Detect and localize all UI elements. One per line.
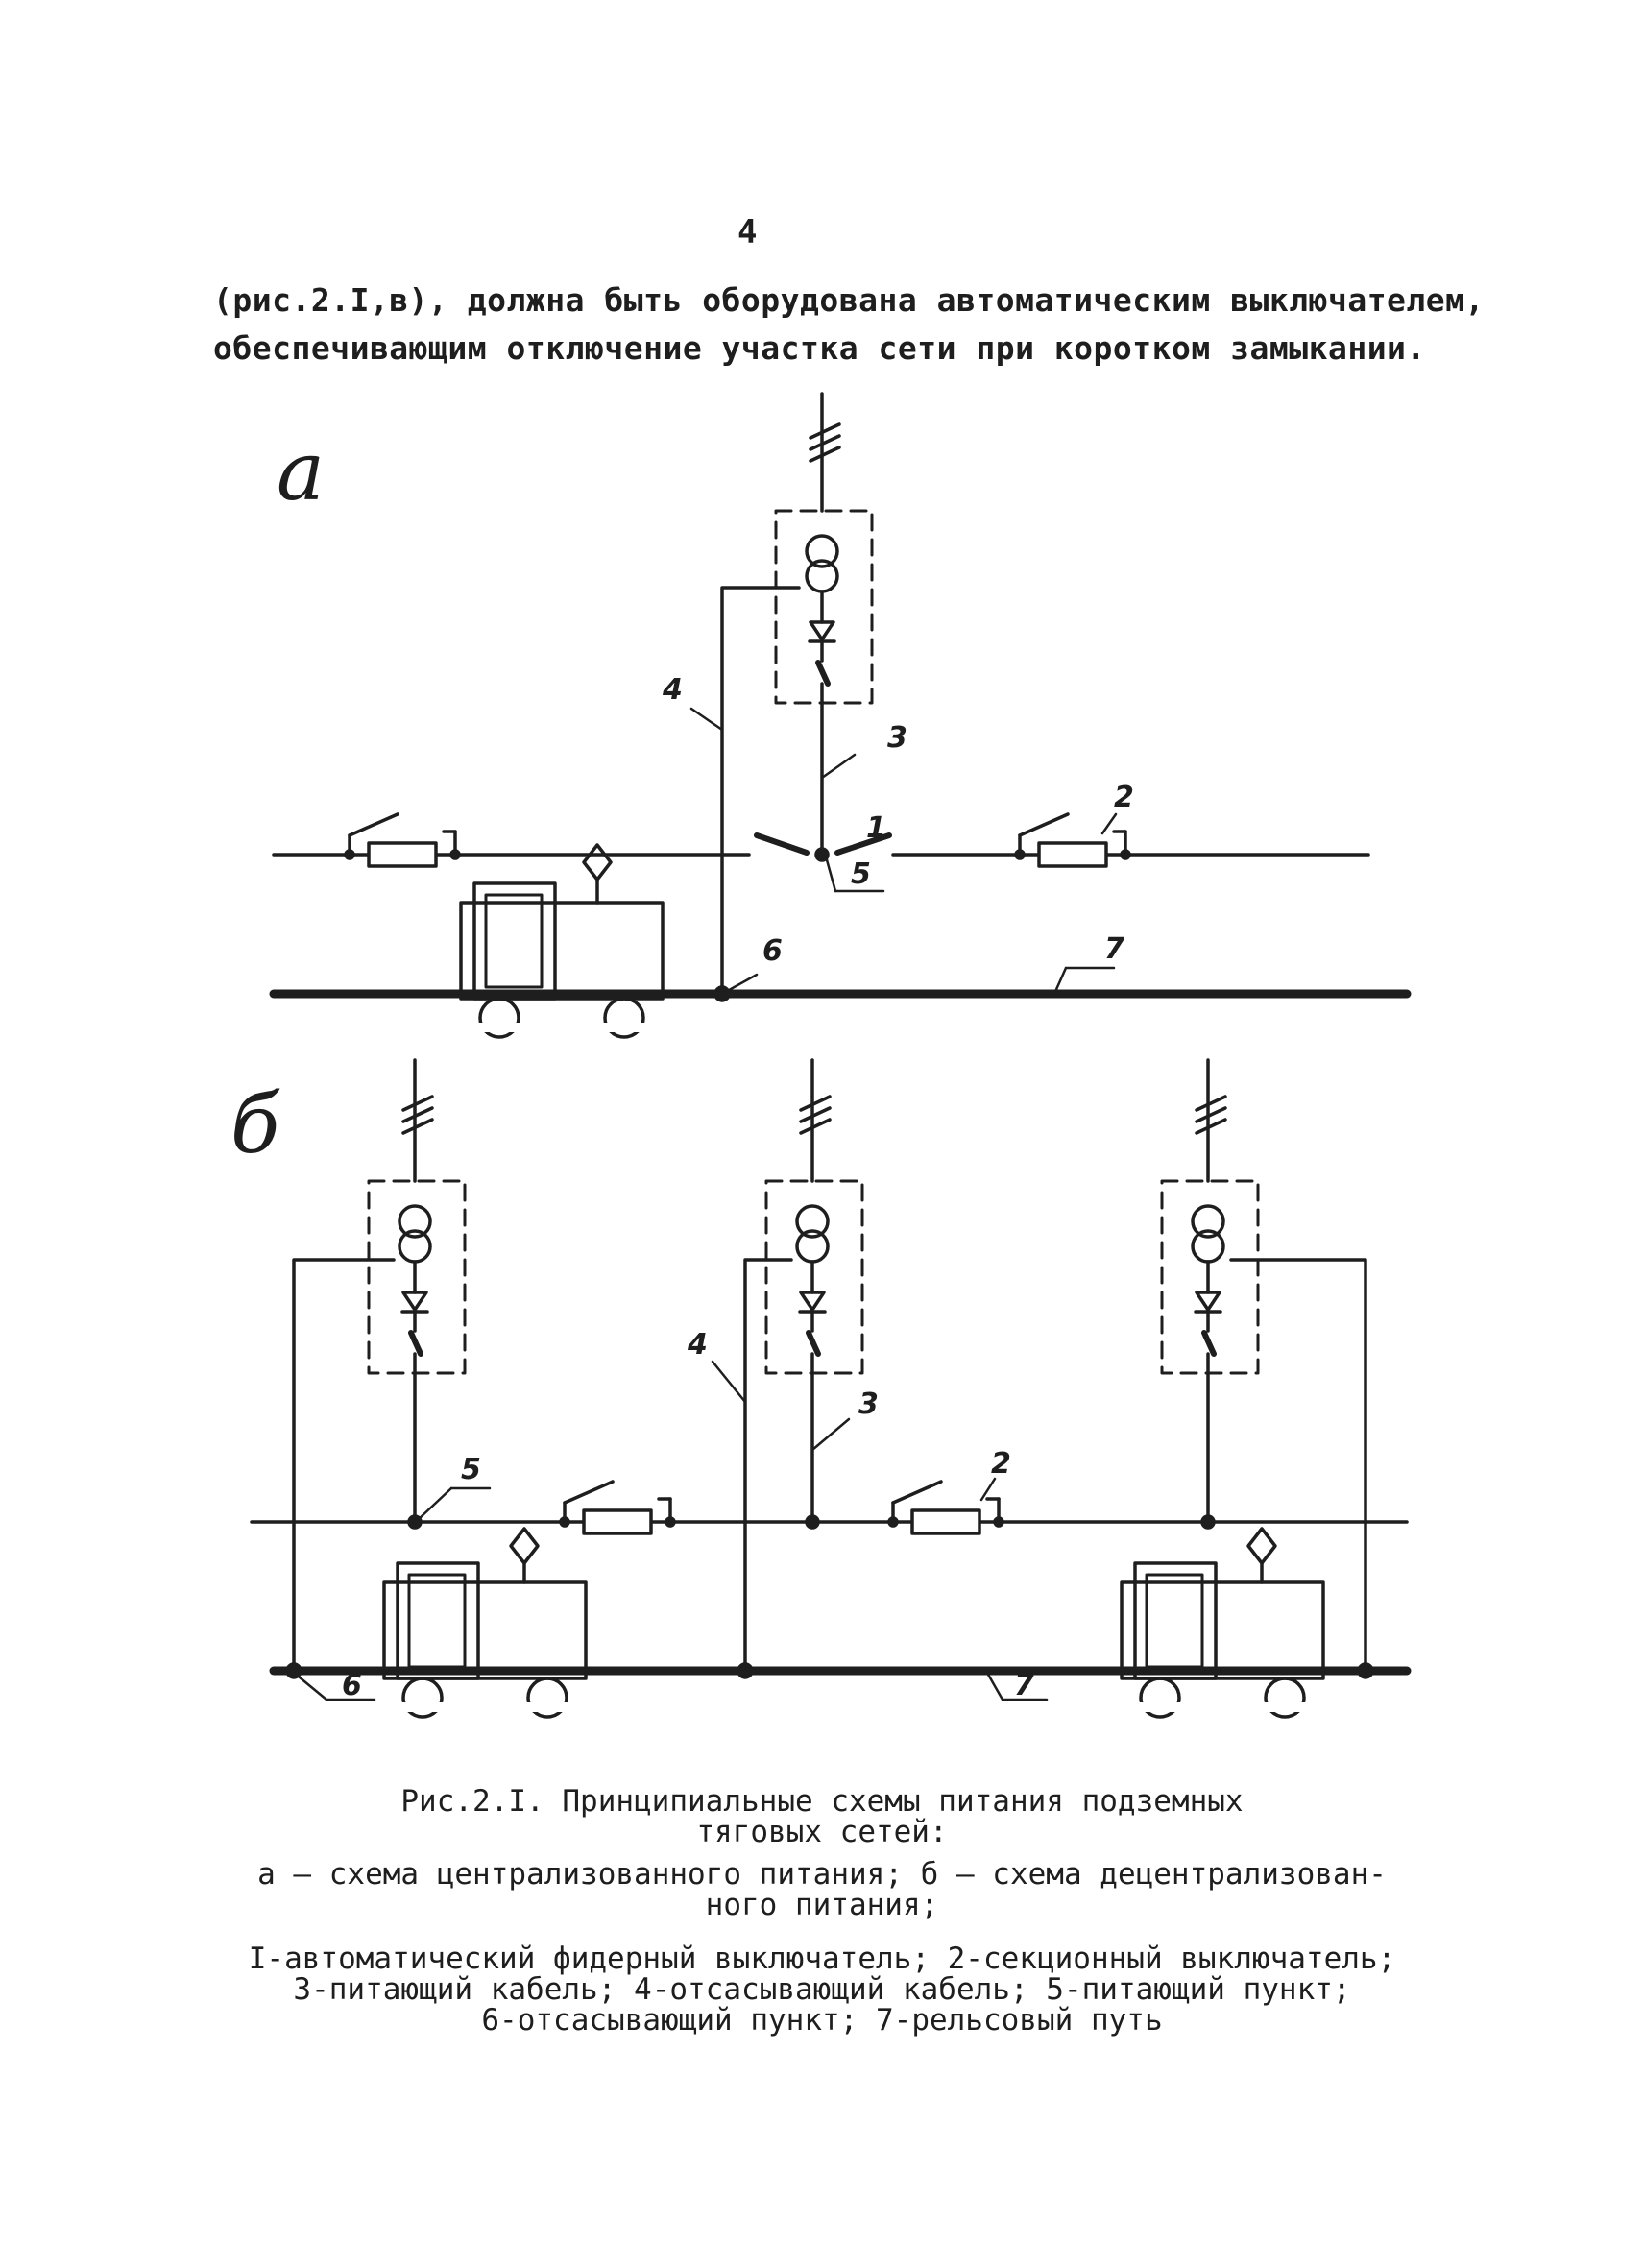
label-a-7: 7 — [1104, 932, 1124, 966]
intro-line-1: (рис.2.I,в), должна быть оборудована авт… — [213, 281, 1485, 319]
page-number: 4 — [737, 213, 758, 252]
intro-paragraph: (рис.2.I,в), должна быть оборудована авт… — [213, 277, 1485, 373]
intro-line-2: обеспечивающим отключение участка сети п… — [213, 329, 1426, 367]
caption-sub-1: а – схема централизованного питания; б –… — [257, 1857, 1387, 1892]
caption-sub-2: ного питания; — [705, 1888, 939, 1922]
diagram-b — [250, 1058, 1412, 1717]
label-b-2: 2 — [991, 1447, 1011, 1481]
label-a-6: 6 — [762, 934, 783, 968]
diagram-a — [269, 392, 1412, 1037]
caption-legend-2: 3-питающий кабель; 4-отсасывающий кабель… — [293, 1972, 1351, 2007]
label-b-7: 7 — [1014, 1669, 1034, 1702]
substation-b2 — [766, 1181, 862, 1373]
caption-title-1: Рис.2.I. Принципиальные схемы питания по… — [400, 1784, 1244, 1819]
label-a-5: 5 — [851, 857, 871, 891]
caption-title-2: тяговых сетей: — [696, 1815, 948, 1849]
label-b-5: 5 — [461, 1453, 481, 1486]
caption-legend-1: I-автоматический фидерный выключатель; 2… — [248, 1942, 1396, 1976]
label-b-3: 3 — [858, 1387, 879, 1421]
substation-a — [776, 511, 872, 703]
diagram-b-letter: б — [230, 1077, 280, 1171]
label-a-1: 1 — [866, 811, 886, 845]
substation-b3 — [1162, 1181, 1258, 1373]
substation-b1 — [369, 1181, 465, 1373]
label-a-2: 2 — [1114, 781, 1134, 814]
label-b-4: 4 — [687, 1328, 708, 1362]
label-a-4: 4 — [662, 673, 683, 707]
caption-legend-3: 6-отсасывающий пункт; 7-рельсовый путь — [481, 2003, 1163, 2038]
label-b-6: 6 — [342, 1669, 362, 1702]
diagram-a-letter: а — [277, 424, 325, 519]
label-a-3: 3 — [887, 721, 907, 755]
